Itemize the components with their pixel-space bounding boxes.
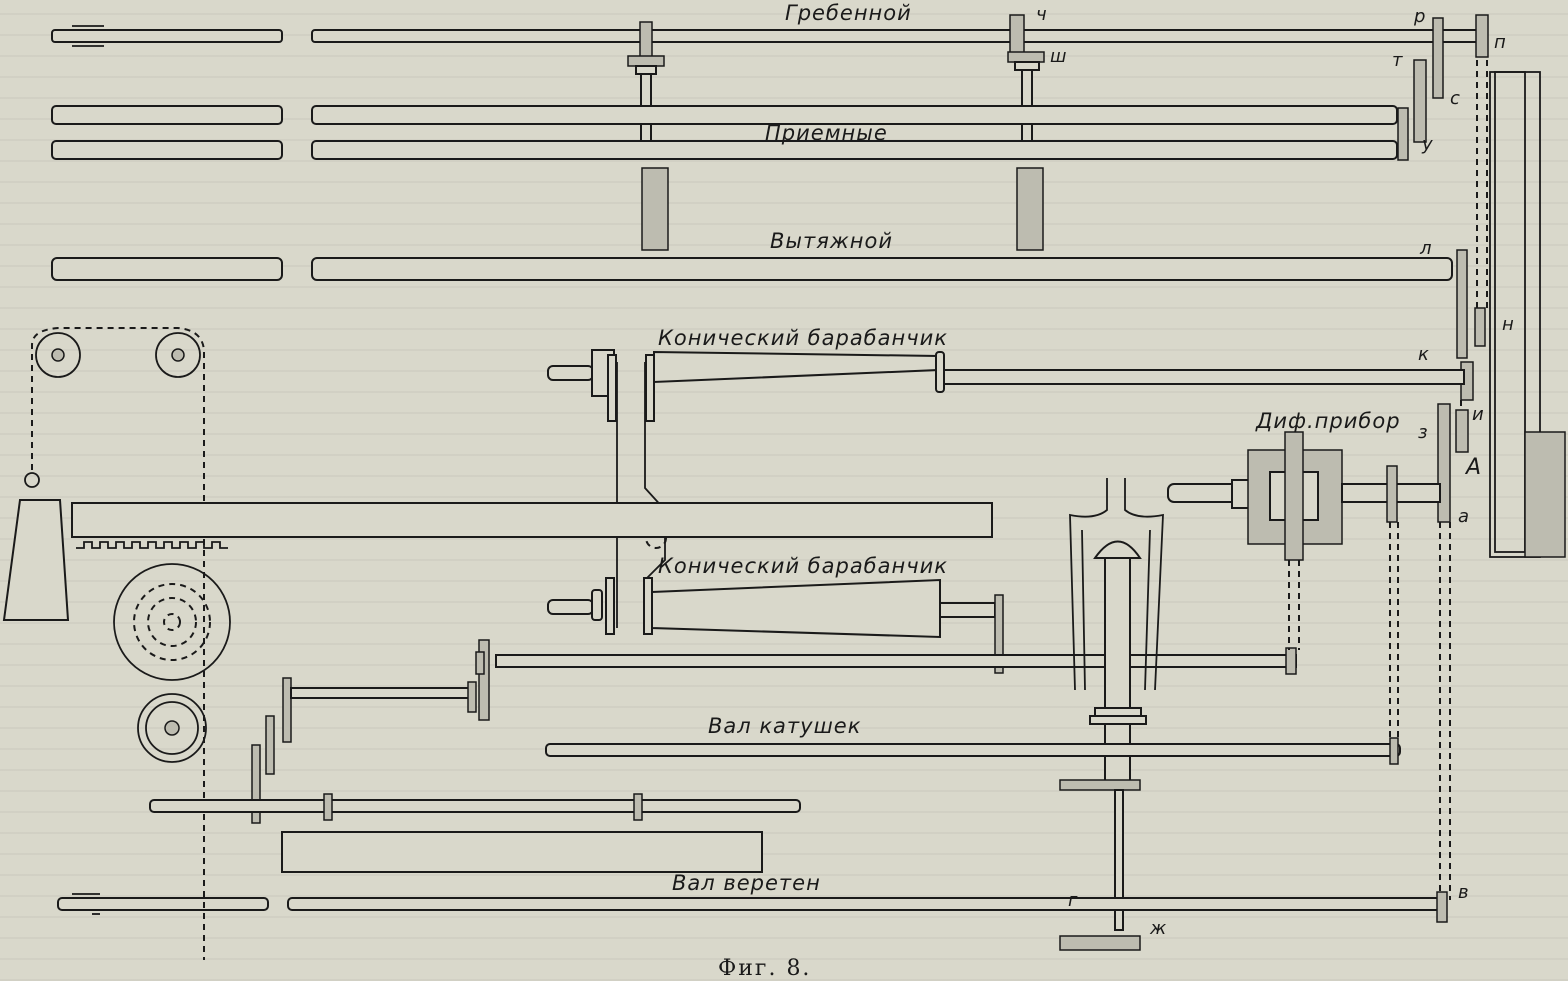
drafting-shaft: [51, 257, 1453, 281]
differential-gear: [1167, 431, 1441, 740]
gear-letter-s: с: [1450, 88, 1460, 109]
label-drafting-shaft: Вытяжной: [770, 229, 893, 253]
gear-letter-z: з: [1418, 422, 1428, 443]
label-cone-drum-upper: Конический барабанчик: [658, 326, 948, 350]
spindle-shaft: [57, 893, 1441, 915]
gear-letter-ch: ч: [1036, 4, 1047, 25]
gear-letter-n: н: [1502, 314, 1514, 335]
flyer: [1059, 478, 1164, 931]
label-cone-drum-lower: Конический барабанчик: [658, 554, 948, 578]
worm-left: [641, 167, 669, 251]
comb-shaft: [51, 25, 1483, 47]
gear-letter-i: и: [1472, 404, 1484, 425]
worm-right: [1016, 167, 1044, 251]
cone-drum-upper: [547, 349, 1465, 422]
delivery-shaft-lower: [51, 140, 1398, 160]
gear-letter-g: г: [1068, 890, 1078, 911]
gear-letter-u: у: [1421, 134, 1433, 155]
gear-letter-A: А: [1464, 455, 1481, 480]
transmission-shaft: [495, 654, 1297, 668]
cone-drum-lower: [547, 577, 1004, 674]
gear-letter-l: л: [1419, 238, 1432, 259]
counterweight-mechanism: [2, 327, 993, 960]
gear-train-lower-left: [149, 639, 801, 873]
label-spindle-shaft: Вал веретен: [672, 871, 821, 895]
gear-letter-t: т: [1392, 50, 1403, 71]
figure-caption: Фиг. 8.: [718, 956, 811, 981]
delivery-shaft-upper: [51, 105, 1398, 125]
label-delivery-shafts: Приемные: [765, 121, 888, 145]
bevel-gear-zh: [1059, 935, 1141, 951]
drive-pulley: [1489, 71, 1566, 558]
label-comb-shaft: Гребенной: [785, 1, 912, 25]
gear-letter-zh: ж: [1149, 918, 1167, 939]
gear-letter-p: п: [1494, 32, 1506, 53]
belt-shifter: [616, 362, 667, 628]
gear-letter-sh: ш: [1050, 46, 1066, 67]
gear-letter-v: в: [1458, 882, 1469, 903]
gear-letter-a: а: [1458, 506, 1469, 527]
gear-letter-k: к: [1418, 344, 1429, 365]
label-bobbin-shaft: Вал катушек: [708, 714, 861, 738]
gear-letter-r: р: [1413, 6, 1425, 27]
bobbin-shaft: [545, 743, 1401, 757]
label-differential: Диф.прибор: [1255, 409, 1401, 433]
